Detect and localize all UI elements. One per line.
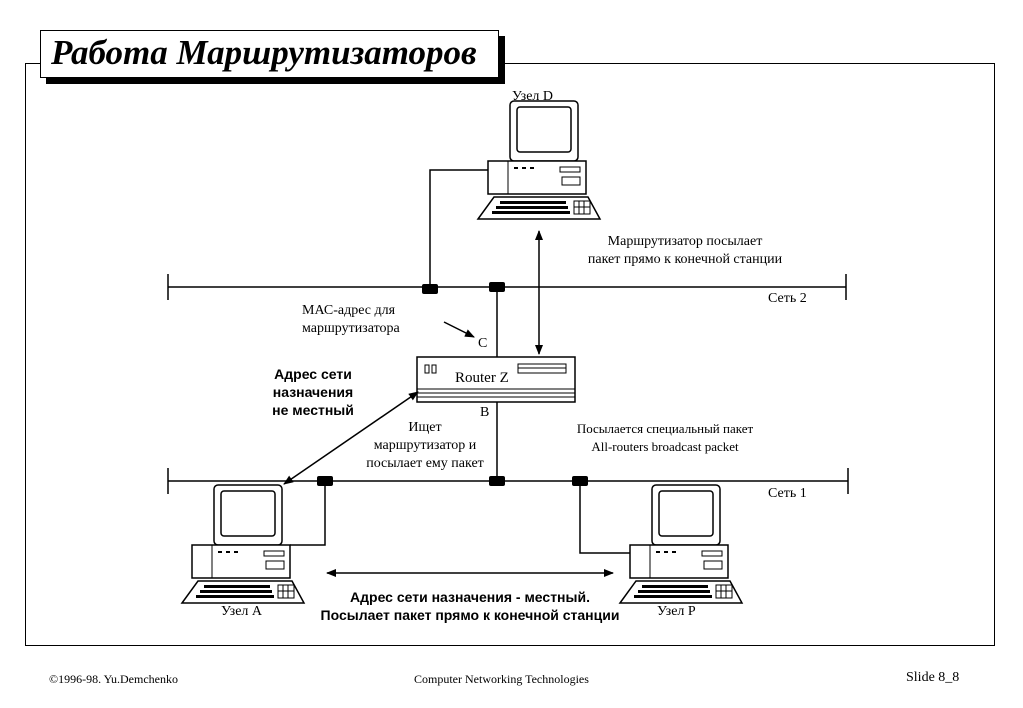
network-1-label: Сеть 1 <box>768 486 807 501</box>
router-label: Router Z <box>455 370 509 386</box>
router-z <box>416 356 576 403</box>
node-d-cable <box>422 169 488 294</box>
footer-course: Computer Networking Technologies <box>414 672 589 686</box>
searches-router-note: Ищет маршрутизатор и посылает ему пакет <box>360 419 490 473</box>
not-local-line-1: Адрес сети <box>274 366 352 382</box>
router-port-c <box>489 282 505 357</box>
network-2-bus <box>167 274 847 300</box>
arrow-mac-address <box>443 321 475 338</box>
node-d-label: Узел D <box>512 89 554 104</box>
footer-copyright: ©1996-98. Yu.Demchenko <box>49 672 178 686</box>
node-p-cable <box>572 476 630 554</box>
searches-line-2: маршрутизатор и <box>373 438 477 453</box>
node-d-computer <box>477 100 601 220</box>
slide-frame <box>25 63 995 646</box>
local-line-1: Адрес сети назначения - местный. <box>350 589 590 605</box>
node-a-label: Узел A <box>221 604 263 619</box>
node-p-label: Узел P <box>657 604 696 619</box>
mac-address-note: МАС-адрес для маршрутизатора <box>302 302 400 338</box>
special-line-1: Посылается специальный пакет <box>576 421 754 436</box>
port-b-label: B <box>480 405 490 420</box>
footer-slide-number: Slide 8_8 <box>906 670 960 685</box>
router-sends-line-1: Маршрутизатор посылает <box>607 234 763 249</box>
mac-line-1: МАС-адрес для <box>302 303 396 318</box>
searches-line-1: Ищет <box>408 420 442 435</box>
not-local-note: Адрес сети назначения не местный <box>258 365 368 419</box>
not-local-line-2: назначения <box>272 384 354 400</box>
special-packet-note: Посылается специальный пакет All-routers… <box>555 420 775 456</box>
router-sends-line-2: пакет прямо к конечной станции <box>587 252 783 267</box>
network-1-bus <box>167 468 849 494</box>
node-a-computer <box>181 484 305 604</box>
router-sends-note: Маршрутизатор посылает пакет прямо к кон… <box>570 233 800 269</box>
local-address-note: Адрес сети назначения - местный. Посылае… <box>292 588 648 624</box>
slide-title: Работа Маршрутизаторов <box>51 33 477 72</box>
node-a-cable <box>290 476 333 546</box>
not-local-line-3: не местный <box>272 402 354 418</box>
node-p-computer <box>619 484 743 604</box>
local-line-2: Посылает пакет прямо к конечной станции <box>320 607 620 623</box>
network-2-label: Сеть 2 <box>768 291 807 306</box>
title-box: Работа Маршрутизаторов <box>40 30 499 78</box>
arrow-node-a-to-router <box>283 391 419 485</box>
mac-line-2: маршрутизатора <box>302 321 400 336</box>
searches-line-3: посылает ему пакет <box>366 456 484 471</box>
special-line-2: All-routers broadcast packet <box>591 439 739 454</box>
port-c-label: C <box>478 336 488 351</box>
router-port-b <box>489 402 505 486</box>
